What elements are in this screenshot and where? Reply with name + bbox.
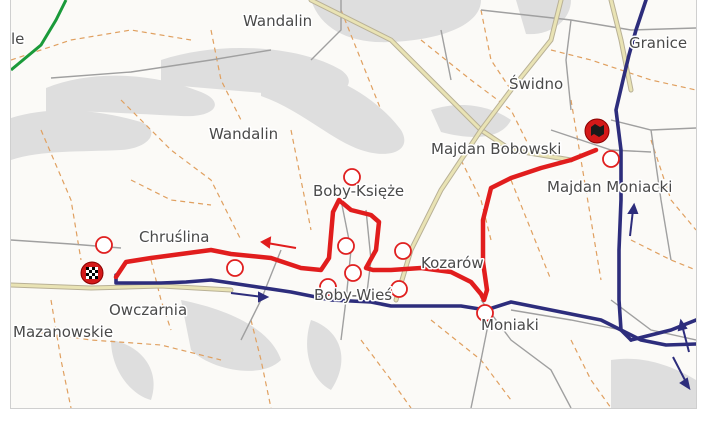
forest-areas bbox=[11, 0, 696, 408]
waypoint-marker[interactable] bbox=[344, 264, 362, 282]
place-label-majdan-moniacki: Majdan Moniacki bbox=[547, 178, 672, 196]
waypoint-marker[interactable] bbox=[476, 304, 494, 322]
place-label-granice: Granice bbox=[629, 34, 687, 52]
blue-line-direction-arrow bbox=[230, 291, 270, 303]
map-view[interactable]: Wandalin Granice Świdno Wandalin Majdan … bbox=[10, 0, 697, 409]
place-label-mazanowskie: Mazanowskie bbox=[13, 323, 113, 341]
place-label-wandalin-top: Wandalin bbox=[243, 12, 312, 30]
place-label-swidno: Świdno bbox=[509, 74, 563, 93]
red-route[interactable] bbox=[113, 147, 599, 303]
waypoint-marker[interactable] bbox=[337, 237, 355, 255]
route-direction-arrow bbox=[260, 236, 297, 249]
green-line bbox=[11, 0, 68, 72]
route-markers[interactable] bbox=[95, 150, 620, 322]
place-label-kozarow: Kozarów bbox=[421, 254, 484, 272]
place-label-boby-wies: Boby-Wieś bbox=[314, 286, 392, 304]
place-labels: Wandalin Granice Świdno Wandalin Majdan … bbox=[11, 11, 689, 343]
waypoint-marker[interactable] bbox=[319, 278, 337, 296]
track-network bbox=[11, 9, 696, 408]
blue-line-direction-arrow bbox=[627, 202, 639, 237]
blue-line-direction-arrow bbox=[677, 318, 690, 353]
place-label-owczarnia: Owczarnia bbox=[109, 301, 187, 319]
finish-marker-icon[interactable] bbox=[584, 118, 610, 144]
waypoint-marker[interactable] bbox=[343, 168, 361, 186]
waypoint-marker[interactable] bbox=[390, 280, 408, 298]
place-label-edge-fragment: le bbox=[11, 30, 24, 48]
place-label-majdan-bobowski: Majdan Bobowski bbox=[431, 140, 561, 158]
blue-line-direction-arrow bbox=[672, 356, 691, 391]
place-label-chruslina: Chruślina bbox=[139, 228, 210, 246]
waypoint-marker[interactable] bbox=[95, 236, 113, 254]
place-label-boby-ksieze: Boby-Księże bbox=[313, 182, 404, 200]
waypoint-marker[interactable] bbox=[226, 259, 244, 277]
place-label-wandalin-mid: Wandalin bbox=[209, 125, 278, 143]
waypoint-marker[interactable] bbox=[602, 150, 620, 168]
checkered-flag-icon[interactable] bbox=[80, 261, 104, 285]
map-canvas[interactable]: Wandalin Granice Świdno Wandalin Majdan … bbox=[11, 0, 696, 408]
place-label-moniaki: Moniaki bbox=[481, 316, 539, 334]
blue-line bbox=[114, 0, 696, 347]
waypoint-marker[interactable] bbox=[394, 242, 412, 260]
